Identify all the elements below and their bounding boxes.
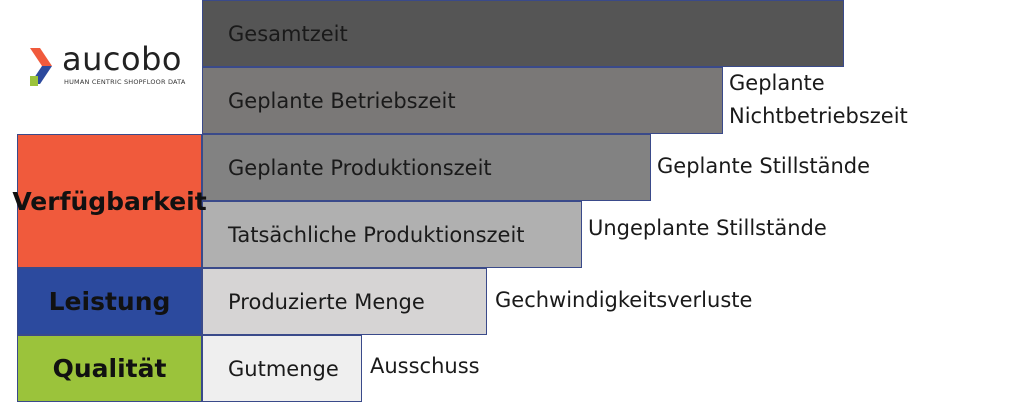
category-label: Qualität — [52, 354, 167, 383]
bar-gutmenge: Gutmenge — [202, 335, 362, 402]
category-qualitaet: Qualität — [17, 335, 202, 402]
category-label: Leistung — [48, 287, 171, 316]
loss-ungeplante-stillstaende: Ungeplante Stillstände — [588, 212, 827, 245]
bar-geplante-betriebszeit: Geplante Betriebszeit — [202, 67, 723, 134]
loss-label-line1: Geplante — [729, 71, 825, 95]
logo-mark-icon — [30, 48, 52, 86]
loss-ausschuss: Ausschuss — [370, 350, 480, 383]
bar-label: Tatsächliche Produktionszeit — [228, 222, 525, 247]
bar-label: Produzierte Menge — [228, 289, 425, 314]
category-leistung: Leistung — [17, 268, 202, 335]
logo-wordmark: aucobo — [62, 40, 182, 78]
loss-label-line2: Nichtbetriebszeit — [729, 104, 908, 128]
category-label: Verfügbarkeit — [12, 186, 207, 216]
loss-label: Ungeplante Stillstände — [588, 216, 827, 240]
bar-geplante-produktionszeit: Geplante Produktionszeit — [202, 134, 651, 201]
loss-geschwindigkeitsverluste: Gechwindigkeitsverluste — [495, 284, 752, 317]
bar-gesamtzeit: Gesamtzeit — [202, 0, 844, 67]
bar-label: Geplante Betriebszeit — [228, 88, 456, 113]
loss-geplante-nichtbetriebszeit: Geplante Nichtbetriebszeit — [729, 67, 908, 133]
bar-produzierte-menge: Produzierte Menge — [202, 268, 487, 335]
loss-label: Geplante Stillstände — [657, 154, 871, 178]
bar-tatsaechliche-produktionszeit: Tatsächliche Produktionszeit — [202, 201, 582, 268]
loss-label: Gechwindigkeitsverluste — [495, 288, 753, 312]
logo-tagline: HUMAN CENTRIC SHOPFLOOR DATA — [64, 78, 186, 86]
loss-geplante-stillstaende: Geplante Stillstände — [657, 150, 870, 183]
loss-label: Ausschuss — [370, 354, 480, 378]
bar-label: Geplante Produktionszeit — [228, 155, 492, 180]
bar-label: Gutmenge — [228, 356, 339, 381]
aucobo-logo: aucobo HUMAN CENTRIC SHOPFLOOR DATA — [28, 40, 198, 90]
bar-label: Gesamtzeit — [228, 21, 348, 46]
category-verfuegbarkeit: Verfügbarkeit — [12, 134, 207, 268]
